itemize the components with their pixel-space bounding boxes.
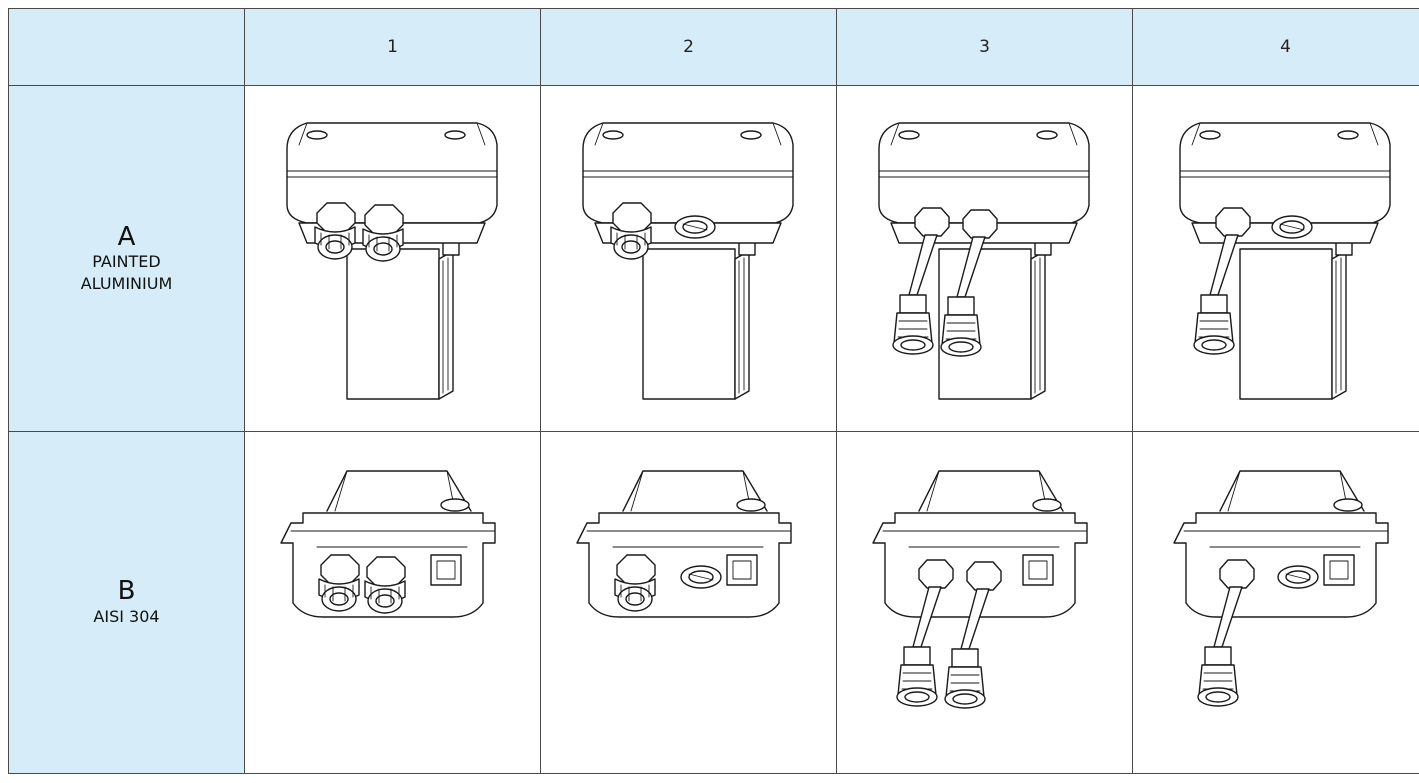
row-header-b: B AISI 304 — [8, 431, 245, 774]
device-line-art — [279, 469, 496, 618]
row-header-a: A PAINTED ALUMINIUM — [8, 85, 245, 432]
cell-b3 — [836, 431, 1133, 774]
painted-aluminium-housing-one-connector-one-plug-icon — [1133, 109, 1419, 409]
cell-a1 — [244, 85, 541, 432]
header-row: 1 2 3 4 — [8, 8, 1419, 86]
column-header-4: 4 — [1132, 8, 1419, 86]
column-header-2: 2 — [540, 8, 837, 86]
cell-b2 — [540, 431, 837, 774]
device-line-art — [285, 121, 498, 400]
configuration-table: 1 2 3 4 A PAINTED ALUMINIUM — [8, 8, 1419, 774]
stainless-housing-one-gland-one-plug-icon — [541, 453, 836, 753]
material-label: PAINTED — [92, 252, 161, 272]
stainless-housing-two-cable-glands-icon — [245, 453, 540, 753]
material-label: AISI 304 — [93, 607, 160, 626]
device-line-art — [1178, 121, 1391, 400]
cell-b4 — [1132, 431, 1419, 774]
material-label: ALUMINIUM — [80, 273, 173, 293]
painted-aluminium-housing-two-connectors-icon — [837, 109, 1132, 409]
device-line-art — [877, 121, 1090, 400]
row-a: A PAINTED ALUMINIUM — [8, 85, 1419, 432]
column-header-3: 3 — [836, 8, 1133, 86]
cell-a2 — [540, 85, 837, 432]
device-line-art — [575, 469, 792, 618]
cell-a3 — [836, 85, 1133, 432]
row-letter: B — [117, 576, 136, 607]
device-line-art — [871, 469, 1088, 709]
column-header-1: 1 — [244, 8, 541, 86]
row-letter: A — [117, 221, 136, 252]
stainless-housing-one-connector-one-plug-icon — [1133, 453, 1419, 753]
cell-b1 — [244, 431, 541, 774]
row-b: B AISI 304 — [8, 431, 1419, 774]
painted-aluminium-housing-one-gland-one-plug-icon — [541, 109, 836, 409]
painted-aluminium-housing-two-cable-glands-icon — [245, 109, 540, 409]
stainless-housing-two-connectors-icon — [837, 453, 1132, 753]
cell-a4 — [1132, 85, 1419, 432]
device-line-art — [1172, 469, 1389, 707]
corner-header-cell — [8, 8, 245, 86]
device-line-art — [581, 121, 794, 400]
